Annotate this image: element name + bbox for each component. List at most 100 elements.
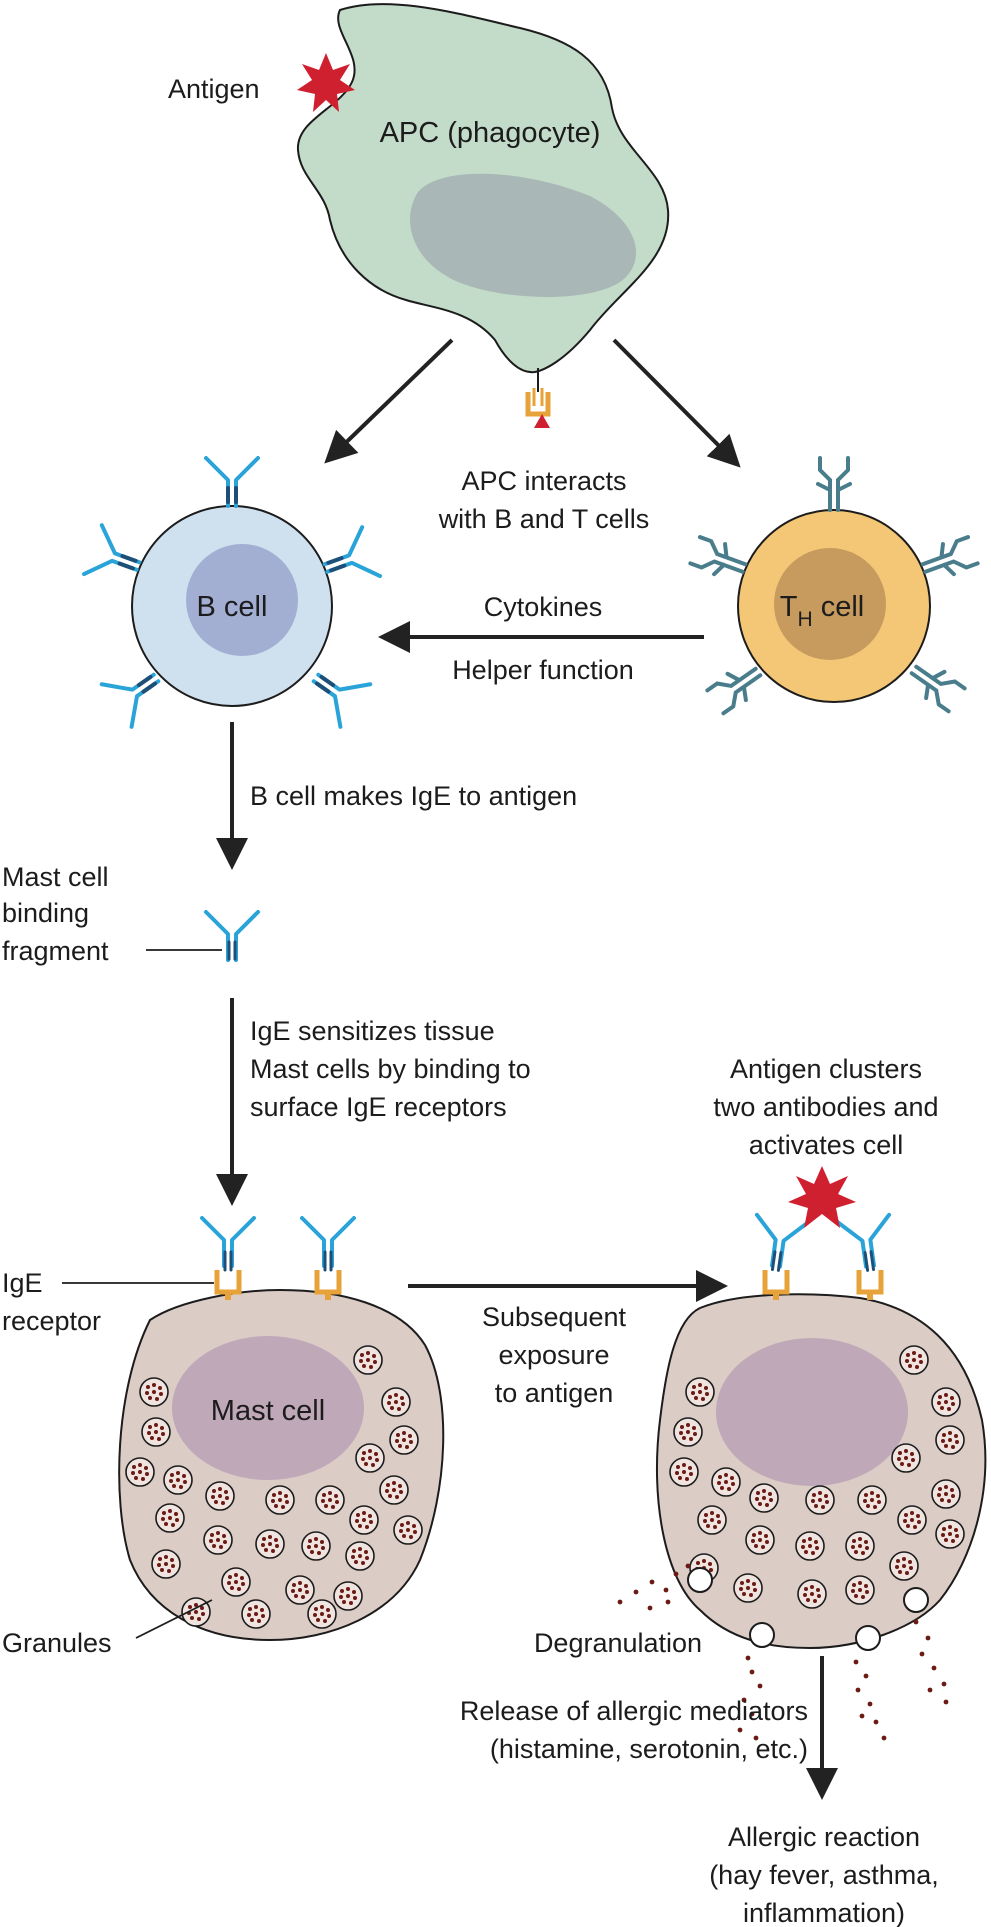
mast-binding-line1: Mast cell xyxy=(2,862,109,892)
granule-icon xyxy=(805,1485,835,1515)
mediator-dot xyxy=(741,1697,747,1703)
granule-icon xyxy=(307,1599,337,1629)
granule-icon xyxy=(379,1475,409,1505)
ige-receptor-icon xyxy=(856,1270,884,1300)
granule-icon xyxy=(393,1515,423,1545)
granule-icon xyxy=(857,1485,887,1515)
granule-icon xyxy=(891,1443,921,1473)
antigen-star-icon xyxy=(788,1166,856,1228)
mediator-dot xyxy=(943,1699,949,1705)
b-cell: B cell xyxy=(131,505,333,707)
ige-receptor-line1: IgE xyxy=(2,1268,43,1298)
antibody-icon xyxy=(200,1216,256,1272)
ige-antibody-icon xyxy=(204,910,260,962)
granule-icon xyxy=(151,1549,181,1579)
granule-icon xyxy=(669,1457,699,1487)
mast-cell-label: Mast cell xyxy=(211,1395,325,1427)
antigen-clusters-line3: activates cell xyxy=(749,1130,904,1160)
release-line1: Release of allergic mediators xyxy=(460,1696,808,1726)
granules-left xyxy=(125,1345,423,1629)
th-cell: TH cell xyxy=(737,509,931,703)
mediator-dot xyxy=(881,1735,887,1741)
mediator-dot xyxy=(665,1599,671,1605)
apc-receptor-icon xyxy=(525,368,551,428)
arrow-apc-to-th xyxy=(612,338,741,468)
b-makes-ige-label: B cell makes IgE to antigen xyxy=(250,781,577,811)
granule-icon xyxy=(389,1425,419,1455)
granule-icon xyxy=(349,1505,379,1535)
granules-leader-line xyxy=(135,1599,213,1639)
granule-icon xyxy=(795,1531,825,1561)
granule-icon xyxy=(697,1505,727,1535)
degranulation-pores xyxy=(687,1567,929,1651)
release-line2: (histamine, serotonin, etc.) xyxy=(490,1734,808,1764)
helper-function-label: Helper function xyxy=(452,655,634,685)
mediator-dot xyxy=(647,1605,653,1611)
mediator-dot xyxy=(927,1687,933,1693)
mediator-dot xyxy=(685,1563,691,1569)
b-cell-nucleus xyxy=(186,544,298,656)
granule-icon xyxy=(749,1483,779,1513)
mediator-dot xyxy=(925,1635,931,1641)
subsequent-line3: to antigen xyxy=(495,1378,614,1408)
granule-icon xyxy=(155,1503,185,1533)
b-cell-antibodies xyxy=(82,456,382,729)
mediator-dot xyxy=(737,1727,743,1733)
granule-icon xyxy=(673,1417,703,1447)
mediator-dot xyxy=(649,1579,655,1585)
mast-cell-left: Mast cell xyxy=(118,1288,445,1642)
granule-icon xyxy=(745,1525,775,1555)
granule-icon xyxy=(203,1525,233,1555)
subsequent-line1: Subsequent xyxy=(482,1302,627,1332)
th-cell-nucleus xyxy=(774,548,886,660)
th-cell-label: TH cell xyxy=(780,591,864,631)
mediator-dot xyxy=(913,1619,919,1625)
th-cell-receptors xyxy=(688,456,980,716)
granule-icon xyxy=(205,1481,235,1511)
allergic-reaction-line1: Allergic reaction xyxy=(728,1822,920,1852)
ige-sensitizes-line1: IgE sensitizes tissue xyxy=(250,1016,495,1046)
allergic-reaction-line2: (hay fever, asthma, xyxy=(709,1860,939,1890)
mediator-dot xyxy=(757,1683,763,1689)
granule-icon xyxy=(163,1465,193,1495)
mediator-dot xyxy=(931,1665,937,1671)
mediator-dot xyxy=(863,1673,869,1679)
mast-right-receptors xyxy=(754,1166,892,1300)
tcr-icon xyxy=(705,666,763,716)
granule-icon xyxy=(315,1485,345,1515)
tcr-icon xyxy=(688,535,748,577)
tcr-icon xyxy=(920,535,980,577)
granule-icon xyxy=(345,1541,375,1571)
mast-left-receptors xyxy=(200,1216,356,1300)
granule-icon xyxy=(285,1575,315,1605)
mediator-dot xyxy=(673,1571,679,1577)
granule-icon xyxy=(221,1567,251,1597)
granule-icon xyxy=(935,1519,965,1549)
mediator-dot xyxy=(873,1719,879,1725)
granule-icon xyxy=(241,1599,271,1629)
granule-icon xyxy=(125,1457,155,1487)
mast-binding-line3: fragment xyxy=(2,936,109,966)
granule-icon xyxy=(301,1531,331,1561)
granule-icon xyxy=(797,1579,827,1609)
degranulation-label: Degranulation xyxy=(534,1628,702,1658)
apc-cell: APC (phagocyte) xyxy=(296,3,670,428)
apc-interacts-line2: with B and T cells xyxy=(438,504,650,534)
granule-icon xyxy=(889,1551,919,1581)
antibody-icon xyxy=(99,672,161,729)
granule-icon xyxy=(381,1387,411,1417)
granule-icon xyxy=(333,1581,363,1611)
mediator-dot xyxy=(663,1587,669,1593)
granules-right xyxy=(669,1345,965,1609)
antigen-clusters-line2: two antibodies and xyxy=(713,1092,938,1122)
granule-icon xyxy=(935,1425,965,1455)
b-cell-label: B cell xyxy=(197,591,268,623)
antibody-icon xyxy=(82,523,142,577)
granule-icon xyxy=(931,1479,961,1509)
antigen-clusters-line1: Antigen clusters xyxy=(730,1054,922,1084)
apc-nucleus xyxy=(410,173,636,297)
mediator-dot xyxy=(867,1701,873,1707)
tcr-icon xyxy=(816,456,852,512)
subsequent-line2: exposure xyxy=(498,1340,609,1370)
